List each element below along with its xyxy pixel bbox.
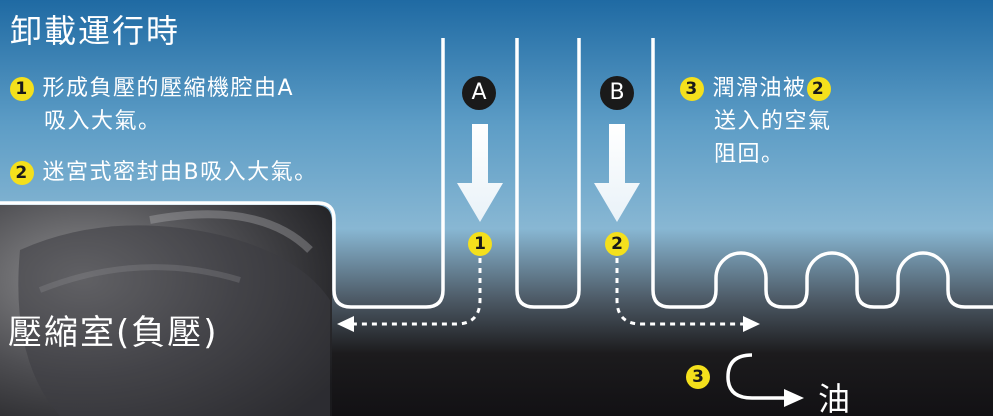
flow-badge-2-text: 2 [605, 232, 629, 256]
port-b-label: B [600, 76, 634, 110]
flow-1-dotted [352, 258, 482, 326]
note-3-inline-badge: 2 [806, 77, 831, 101]
flow-badge-1-text: 1 [468, 232, 492, 256]
note-3-line-2: 送入的空氣 [714, 109, 832, 134]
note-1: 1 形成負壓的壓縮機腔由A 吸入大氣。 [10, 72, 294, 138]
port-a-label: A [462, 76, 496, 110]
note-3-line-1: 潤滑油被 [712, 76, 807, 101]
compression-chamber-label: 壓縮室(負壓) [8, 313, 219, 353]
rotor-lobe [18, 225, 330, 416]
flow-2-dotted [615, 258, 744, 326]
note-2: 2 迷宮式密封由B吸入大氣。 [10, 156, 318, 189]
note-1-badge: 1 [10, 77, 34, 101]
oil-return-arrow [726, 353, 786, 400]
flow-badge-2: 2 [605, 232, 629, 256]
flow-badge-3: 3 [686, 365, 710, 389]
note-2-text: 迷宮式密封由B吸入大氣。 [42, 160, 318, 185]
oil-arrowhead [784, 389, 804, 407]
rotor-lobe-highlight [149, 210, 313, 253]
seal-outline [0, 38, 993, 309]
arrow-a [457, 124, 503, 222]
diagram-title: 卸載運行時 [10, 12, 181, 50]
note-3-badge: 3 [680, 77, 704, 101]
oil-label: 油 [818, 380, 851, 418]
note-1-line-2: 吸入大氣。 [44, 109, 162, 134]
note-2-badge: 2 [10, 161, 34, 185]
flow-1-arrowhead [337, 316, 354, 332]
note-1-line-1: 形成負壓的壓縮機腔由A [42, 76, 295, 101]
flow-badge-3-text: 3 [686, 365, 710, 389]
flow-2-arrowhead [743, 316, 760, 332]
note-3-line-3: 阻回。 [714, 142, 785, 167]
flow-badge-1: 1 [468, 232, 492, 256]
rotor-lobe-highlight-2 [38, 264, 241, 293]
arrow-b [594, 124, 640, 222]
